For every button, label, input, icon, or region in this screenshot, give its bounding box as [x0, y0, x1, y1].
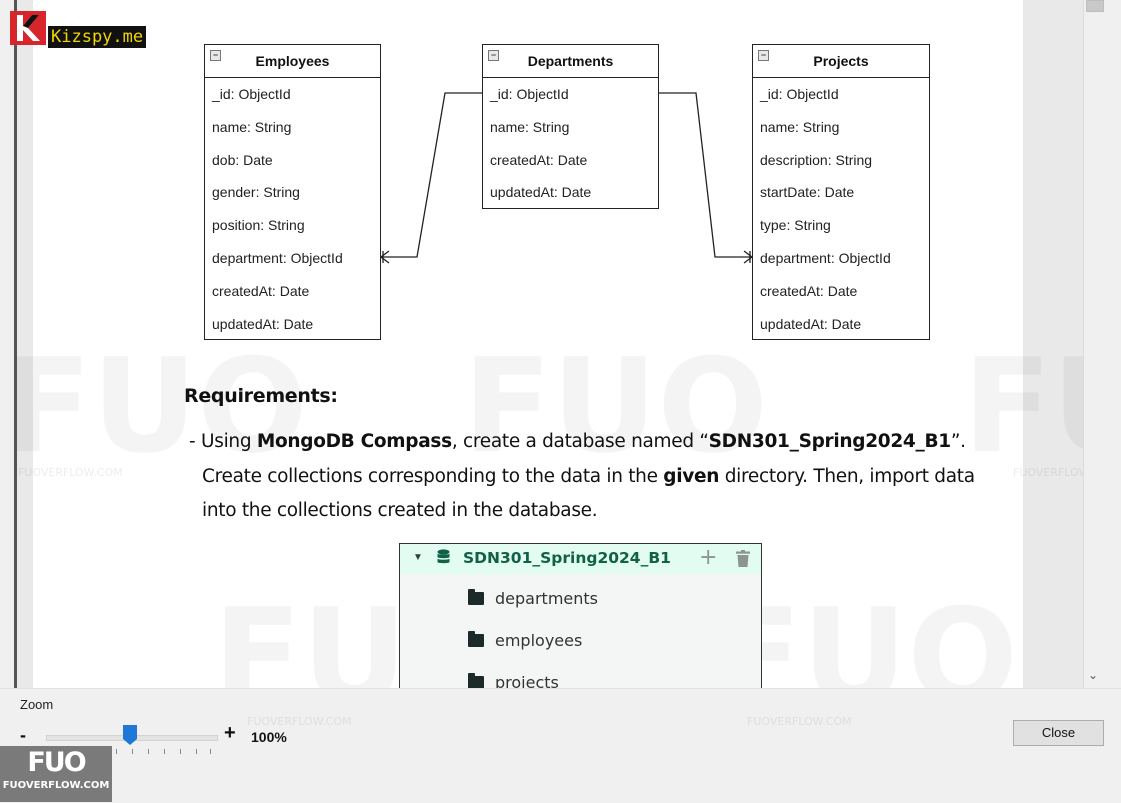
- compass-sidebar-image: ▼ SDN301_Spring2024_B1 + departments e: [399, 543, 762, 688]
- text-fragment: ”.: [950, 431, 966, 452]
- collection-name: projects: [495, 673, 559, 688]
- requirement-line-3: into the collections created in the data…: [202, 500, 598, 521]
- collection-name: employees: [495, 631, 583, 650]
- watermark-text: FUOVERFLOW.COM: [247, 715, 352, 728]
- crowfoot-mark: [380, 250, 390, 258]
- er-field: _id: ObjectId: [212, 86, 291, 102]
- zoom-out-button[interactable]: -: [20, 725, 26, 745]
- folder-icon: [468, 589, 484, 605]
- requirement-line-2: Create collections corresponding to the …: [202, 466, 975, 487]
- collection-item-employees: employees: [468, 631, 582, 653]
- requirements-heading: Requirements:: [184, 385, 338, 407]
- scrollbar-thumb[interactable]: [1086, 0, 1104, 12]
- text-bold: given: [663, 466, 720, 487]
- watermark-text: FUOVERFLOW.COM: [747, 715, 852, 728]
- database-icon: [437, 549, 450, 564]
- text-fragment: directory. Then, import data: [719, 466, 975, 487]
- er-field: position: String: [212, 217, 305, 234]
- er-table-title: Employees: [255, 53, 330, 69]
- crowfoot-mark: [743, 250, 753, 258]
- document-viewer[interactable]: FUO FUO FUO FUO FUO FUOVERFLOW.COM FUOVE…: [17, 0, 1083, 688]
- er-table-header: − Departments: [483, 45, 658, 78]
- document-page: FUO FUO FUO FUO FUO FUOVERFLOW.COM FUOVE…: [17, 0, 1083, 688]
- er-field: startDate: Date: [760, 184, 855, 201]
- connector-departments-projects: [658, 92, 752, 258]
- logo-k-glyph: [17, 15, 40, 41]
- collapse-icon: −: [488, 50, 499, 61]
- folder-icon: [468, 631, 484, 647]
- requirement-line-1: - Using MongoDB Compass, create a databa…: [189, 431, 966, 452]
- plus-icon: +: [699, 545, 718, 570]
- window-frame-right: [1104, 0, 1121, 688]
- er-field: _id: ObjectId: [490, 86, 569, 102]
- crowfoot-mark: [743, 256, 753, 264]
- er-field: department: ObjectId: [760, 249, 891, 266]
- er-field: gender: String: [212, 184, 300, 201]
- bullet-dash: -: [189, 431, 196, 452]
- text-fragment: Create collections corresponding to the …: [202, 466, 664, 487]
- kizspy-logo-icon: [10, 11, 46, 45]
- connector-employees-departments: [381, 92, 482, 258]
- vertical-scrollbar[interactable]: ⌄: [1083, 0, 1104, 688]
- window-frame-left: [0, 0, 14, 690]
- er-table-title: Projects: [813, 53, 869, 69]
- database-name: SDN301_Spring2024_B1: [463, 549, 671, 567]
- fuoverflow-badge: FUO FUOVERFLOW.COM: [0, 746, 112, 802]
- folder-icon: [468, 673, 484, 688]
- badge-mark: FUO: [27, 747, 86, 778]
- watermark-mark: FUO: [963, 330, 1083, 482]
- er-field: name: String: [490, 118, 570, 135]
- window-frame-border: [14, 0, 17, 690]
- zoom-in-button[interactable]: +: [224, 722, 236, 744]
- compass-database-row: ▼ SDN301_Spring2024_B1 +: [400, 544, 761, 574]
- collection-name: departments: [495, 589, 598, 608]
- er-table-title: Departments: [527, 53, 614, 69]
- er-table-departments: − Departments _id: ObjectId name: String…: [482, 44, 659, 209]
- er-field: createdAt: Date: [760, 282, 858, 299]
- collapse-icon: −: [758, 50, 769, 61]
- chevron-down-icon[interactable]: ⌄: [1088, 668, 1099, 682]
- er-field: name: String: [212, 118, 292, 135]
- zoom-toolbar: Zoom - + 100% FUOVERFLOW.COM FUOVERFLOW.…: [0, 688, 1121, 803]
- er-field: updatedAt: Date: [760, 315, 862, 332]
- er-table-projects: − Projects _id: ObjectId name: String de…: [752, 44, 930, 340]
- er-table-employees: − Employees _id: ObjectId name: String d…: [204, 44, 381, 340]
- er-field: updatedAt: Date: [212, 315, 314, 332]
- er-field: updatedAt: Date: [490, 184, 592, 201]
- er-connectors: [380, 92, 753, 264]
- er-field: name: String: [760, 118, 840, 135]
- er-field: _id: ObjectId: [760, 86, 839, 102]
- kizspy-logo-text: Kizspy.me: [48, 26, 147, 48]
- er-field: createdAt: Date: [212, 282, 310, 299]
- er-field: department: ObjectId: [212, 249, 343, 266]
- text-fragment: Using: [200, 431, 257, 452]
- er-field: description: String: [760, 151, 873, 168]
- collection-item-projects: projects: [468, 673, 559, 688]
- close-button[interactable]: Close: [1013, 720, 1104, 746]
- text-fragment: , create a database named “: [451, 431, 709, 452]
- collection-item-departments: departments: [468, 589, 598, 611]
- watermark-text: FUOVERFLOW.COM: [1013, 466, 1083, 479]
- text-bold: SDN301_Spring2024_B1: [708, 431, 951, 452]
- zoom-value: 100%: [251, 729, 287, 745]
- text-bold: MongoDB Compass: [256, 431, 452, 452]
- er-field: dob: Date: [212, 151, 273, 168]
- watermark-text: FUOVERFLOW.COM: [18, 466, 123, 479]
- er-field: createdAt: Date: [490, 151, 588, 168]
- zoom-slider-thumb[interactable]: [123, 725, 137, 745]
- collapse-icon: −: [210, 50, 221, 61]
- crowfoot-mark: [380, 256, 390, 264]
- er-table-header: − Projects: [753, 45, 929, 78]
- er-table-header: − Employees: [205, 45, 380, 78]
- caret-down-icon: ▼: [413, 552, 423, 563]
- trash-icon: [736, 550, 750, 567]
- watermark-mark: FUO: [463, 330, 768, 482]
- zoom-label: Zoom: [20, 697, 54, 712]
- er-field: type: String: [760, 217, 831, 234]
- badge-site: FUOVERFLOW.COM: [2, 780, 110, 791]
